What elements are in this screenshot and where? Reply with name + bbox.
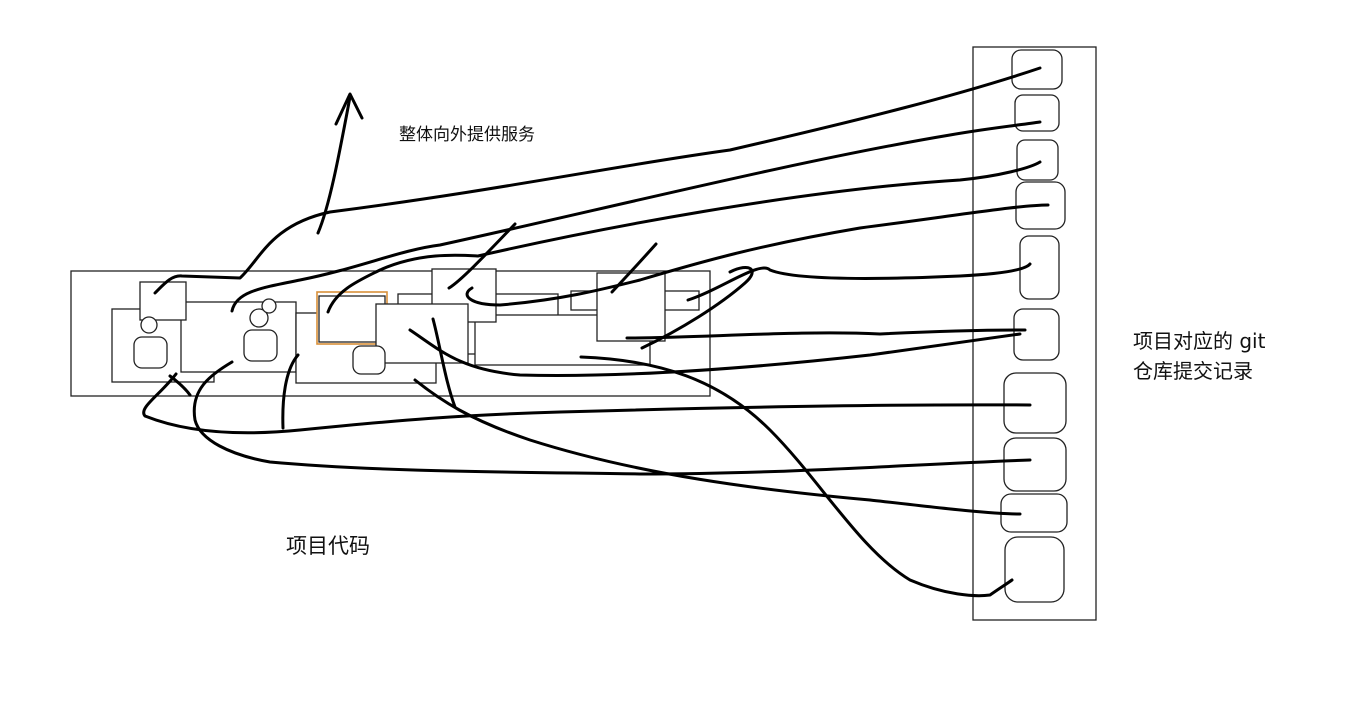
connection-line [610,242,658,294]
connection-line [625,328,1027,340]
commit-record [1003,437,1067,492]
module-box [596,272,666,342]
commit-record [1016,139,1059,181]
person-body-icon [243,329,278,362]
commit-record [1019,235,1060,300]
module-box [139,281,187,321]
connection-line [640,266,754,350]
connection-line [447,222,517,290]
person-body-icon [352,345,386,375]
commit-record [1003,372,1067,434]
connection-line [431,317,457,409]
service-label: 整体向外提供服务 [399,125,535,145]
person-head-icon [249,308,269,328]
connection-line [168,374,192,397]
connection-line [408,328,1022,377]
git-records-label-line2: 仓库提交记录 [1133,359,1253,383]
connection-line [281,353,300,430]
commit-record [1014,94,1060,132]
connection-line [326,160,1042,314]
git-commit-column [972,46,1097,621]
commit-record [1004,536,1065,603]
project-modules [111,268,700,384]
connection-line [230,120,1042,313]
connection-line [142,372,1032,435]
service-arrow [316,92,364,235]
connection-line [153,66,1042,295]
person-head-icon [140,316,158,334]
git-records-label: 项目对应的 git 仓库提交记录 [1133,326,1265,386]
module-box [375,303,469,364]
connection-line [579,355,1014,598]
connection-line [192,360,1032,476]
connection-line [686,262,1032,302]
connection-lines [142,66,1050,598]
project-code-label: 项目代码 [286,534,370,558]
git-records-label-line1: 项目对应的 git [1133,329,1266,353]
person-body-icon [133,336,168,369]
module-box [180,301,297,373]
connection-line [465,203,1050,307]
project-code-container [70,270,711,397]
connection-line [413,378,1022,516]
small-circle-icon [261,298,277,314]
module-box [318,295,386,343]
